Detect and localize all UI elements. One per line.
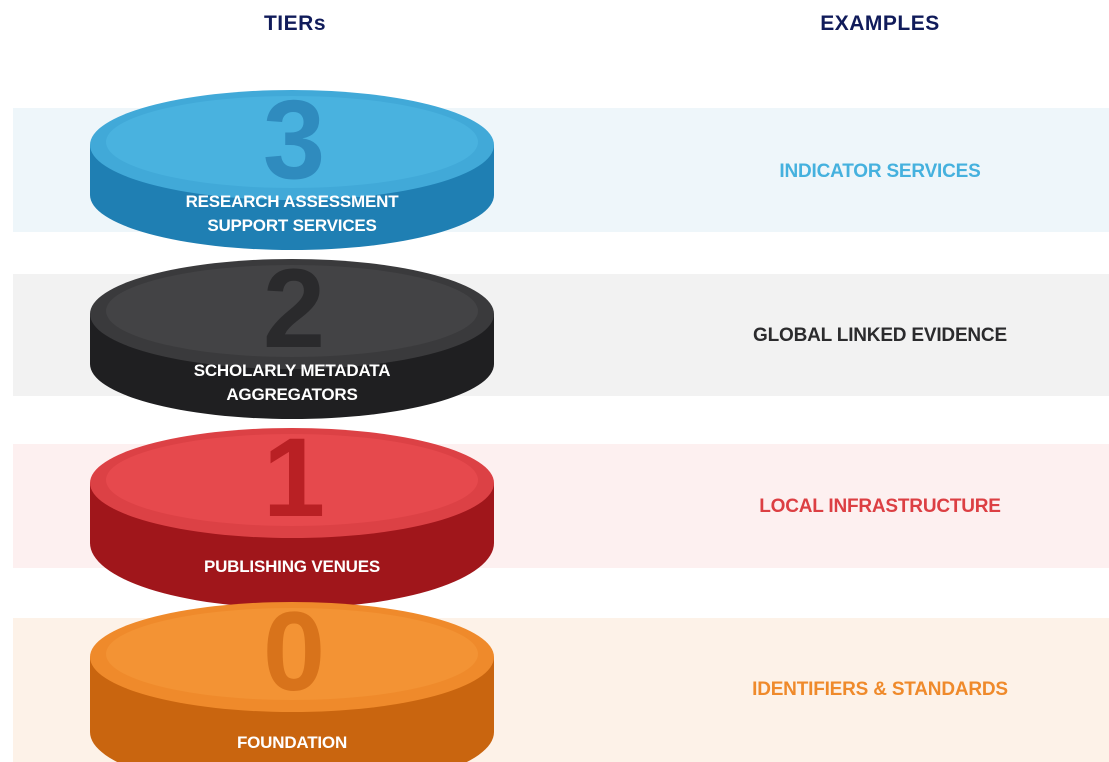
- tier-2-label-line2: AGGREGATORS: [226, 385, 358, 404]
- examples-column-header: EXAMPLES: [820, 12, 940, 35]
- tier-0-disc: 0 FOUNDATION: [90, 596, 494, 762]
- tier-3-example: INDICATOR SERVICES: [779, 161, 981, 182]
- tier-2-example: GLOBAL LINKED EVIDENCE: [753, 325, 1007, 346]
- tier-2-disc: 2 SCHOLARLY METADATA AGGREGATORS: [90, 253, 494, 419]
- tier-2-number: 2: [262, 246, 325, 371]
- tier-0-label-line1: FOUNDATION: [236, 733, 348, 752]
- tier-3-label-line1: RESEARCH ASSESSMENT: [185, 192, 399, 211]
- tier-1-example: LOCAL INFRASTRUCTURE: [759, 496, 1001, 517]
- tier-0-disc-shape: [90, 602, 494, 762]
- tier-2-disc-shape: [90, 259, 494, 419]
- tier-2-label-line1: SCHOLARLY METADATA: [193, 361, 391, 380]
- tier-1-number: 1: [262, 415, 325, 540]
- tier-3-disc: 3 RESEARCH ASSESSMENT SUPPORT SERVICES: [90, 84, 494, 250]
- tier-0-example: IDENTIFIERS & STANDARDS: [752, 679, 1008, 700]
- tier-3-label-line2: SUPPORT SERVICES: [207, 216, 377, 235]
- tier-3-disc-shape: [90, 90, 494, 250]
- tier-0-number: 0: [262, 589, 325, 714]
- tier-1-disc-shape: [90, 428, 494, 608]
- tier-3-number: 3: [262, 77, 325, 202]
- tiers-column-header: TIERs: [263, 12, 326, 35]
- tier-1-disc: 1 PUBLISHING VENUES: [90, 422, 494, 608]
- tier-1-label-line1: PUBLISHING VENUES: [203, 557, 381, 576]
